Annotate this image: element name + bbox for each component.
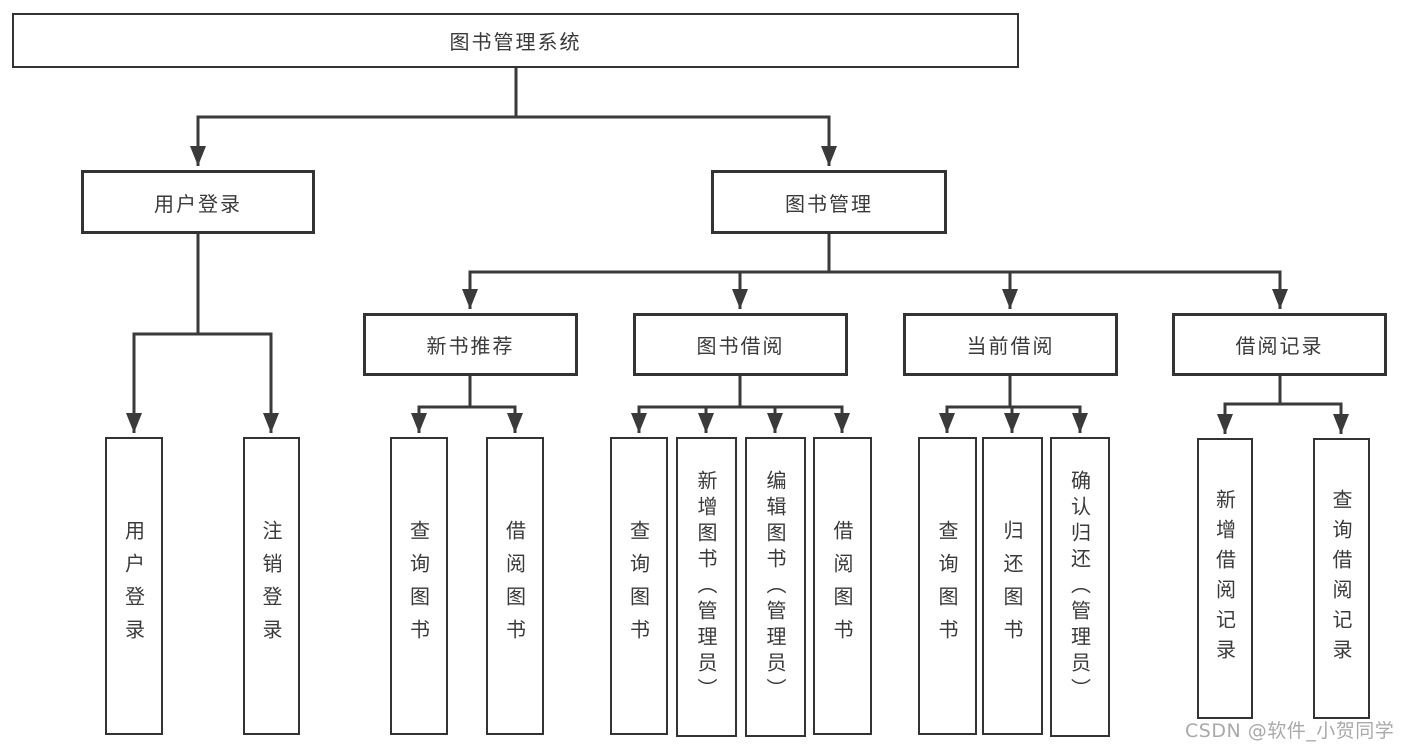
leaf-current-confirm-return-admin: 确认归还（管理员） (1050, 437, 1110, 737)
leaf-current-query-books: 查询图书 (918, 437, 977, 735)
leaf-newbook-query-books: 查询图书 (390, 437, 448, 735)
leaf-borrow-edit-books-admin: 编辑图书（管理员） (745, 437, 806, 737)
node-book-borrowing: 图书借阅 (633, 313, 848, 376)
node-user-login: 用户登录 (81, 170, 315, 234)
leaf-borrow-query-books: 查询图书 (610, 437, 668, 735)
leaf-records-add-record: 新增借阅记录 (1197, 438, 1253, 719)
node-book-management: 图书管理 (711, 170, 947, 234)
connector-newbook-to-leaves (411, 376, 523, 433)
connector-root-to-level2 (190, 68, 837, 166)
leaf-borrow-borrow-books: 借阅图书 (813, 437, 872, 735)
node-new-book-recommendation: 新书推荐 (363, 313, 578, 376)
leaf-newbook-borrow-books: 借阅图书 (486, 437, 544, 735)
node-current-borrowing: 当前借阅 (903, 313, 1118, 376)
connector-bookmgmt-to-level3 (462, 234, 1288, 309)
leaf-borrow-add-books-admin: 新增图书（管理员） (676, 437, 737, 737)
connector-records-to-leaves (1217, 376, 1349, 434)
connector-bookborrow-to-leaves (631, 376, 850, 433)
connector-currentborrow-to-leaves (939, 376, 1088, 433)
node-borrowing-records: 借阅记录 (1172, 313, 1387, 376)
leaf-current-return-books: 归还图书 (982, 437, 1043, 735)
csdn-watermark: CSDN @软件_小贺同学 (1185, 720, 1395, 742)
node-library-management-system: 图书管理系统 (12, 13, 1019, 68)
leaf-records-query-record: 查询借阅记录 (1313, 438, 1370, 719)
leaf-logout: 注销登录 (243, 437, 300, 735)
leaf-user-login: 用户登录 (105, 437, 163, 735)
connector-userlogin-to-leaves (126, 234, 279, 433)
